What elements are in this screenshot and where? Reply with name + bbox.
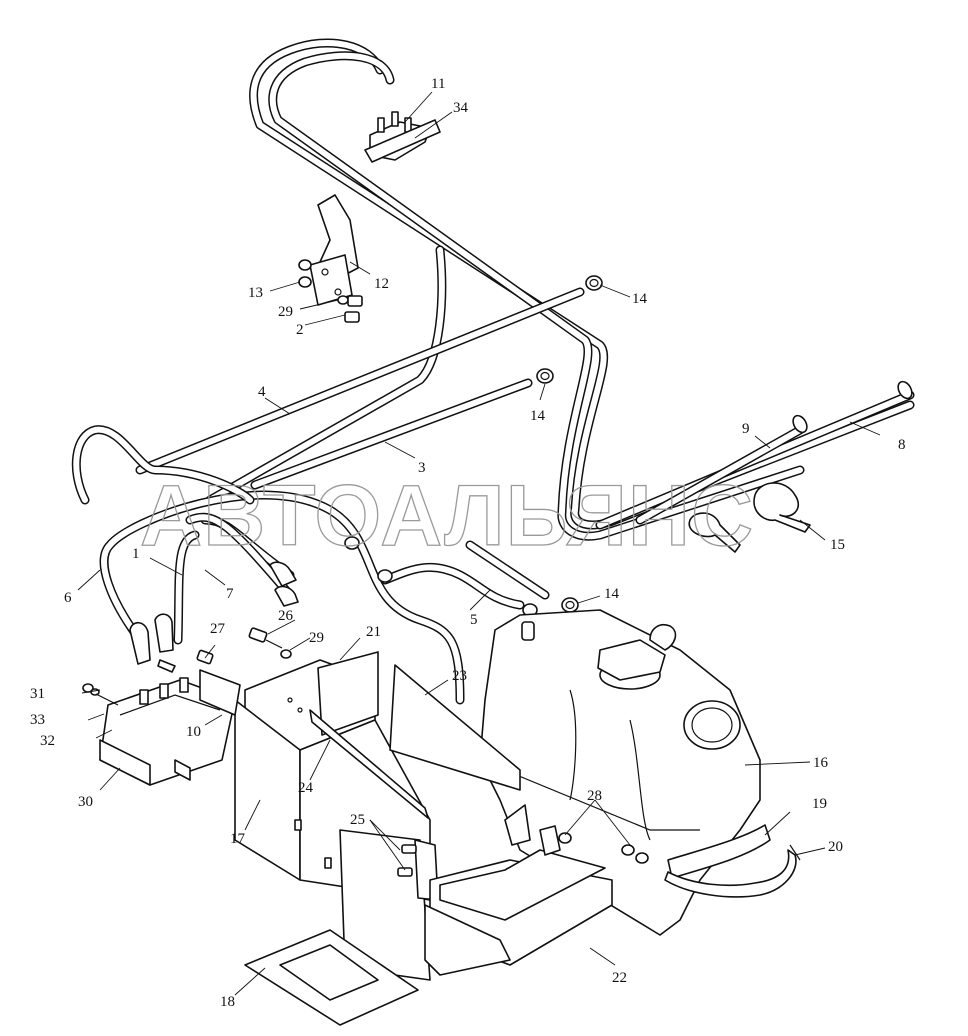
callout-14-lower: 14: [604, 586, 620, 602]
bracket-34: [364, 119, 441, 163]
callout-26: 26: [278, 608, 294, 624]
hose-connectors: [129, 561, 299, 665]
callout-6: 6: [64, 590, 72, 606]
bracket-12: [309, 194, 359, 306]
nut-13: [298, 259, 312, 288]
hose-clamp-14-middle: [536, 368, 554, 384]
callout-14-middle: 14: [530, 408, 546, 424]
callout-23: 23: [452, 668, 467, 684]
pipe-9: [635, 414, 808, 525]
strip-24: [309, 709, 429, 819]
callout-34: 34: [453, 100, 469, 116]
nut-28: [558, 832, 649, 864]
callout-16: 16: [813, 755, 829, 771]
fasteners-31-32-33: [82, 659, 176, 706]
callout-29-lower: 29: [309, 630, 324, 646]
hose-clamp-14-upper: [585, 275, 603, 291]
callout-12: 12: [374, 276, 389, 292]
callout-20: 20: [828, 839, 843, 855]
callout-17: 17: [230, 831, 246, 847]
callout-24: 24: [298, 780, 314, 796]
callout-21: 21: [366, 624, 381, 640]
plate-21: [317, 651, 379, 736]
plate-23: [389, 664, 521, 791]
hose-clamp-14-lower: [344, 536, 579, 617]
callout-9: 9: [742, 421, 750, 437]
washer-29-upper: [337, 295, 349, 305]
pipe-5: [380, 540, 550, 610]
callout-4: 4: [258, 384, 266, 400]
callout-15: 15: [830, 537, 845, 553]
callout-27: 27: [210, 621, 226, 637]
callout-14-upper: 14: [632, 291, 648, 307]
callout-30: 30: [78, 794, 93, 810]
washer-29-lower: [280, 649, 292, 659]
pipe-4: [135, 287, 585, 475]
callout-31: 31: [30, 686, 45, 702]
tank-strap-19: [664, 824, 797, 898]
callout-18: 18: [220, 994, 235, 1010]
upper-pipe-loop: [205, 38, 915, 541]
watermark-text: АВТОАЛЬЯНС: [140, 468, 754, 564]
pipe-6: [71, 425, 465, 705]
callout-5: 5: [470, 612, 478, 628]
callout-33: 33: [30, 712, 45, 728]
bracket-30: [199, 669, 241, 716]
callout-25: 25: [350, 812, 365, 828]
bolt-26: [248, 627, 283, 649]
callout-13: 13: [248, 285, 263, 301]
pipe-7: [185, 512, 295, 600]
pipe-3: [250, 378, 533, 490]
mat-18: [244, 929, 419, 1026]
callout-10: 10: [186, 724, 201, 740]
callout-7: 7: [226, 586, 234, 602]
bolt-27: [196, 649, 214, 665]
callout-labels: 11 34 12 13 29 2 14 14 4 3 8 9 15 1 7 6 …: [30, 76, 906, 1010]
box-22: [424, 804, 613, 976]
callout-3: 3: [418, 460, 426, 476]
callout-8: 8: [898, 437, 906, 453]
drain-valve-15: [688, 482, 811, 553]
strap-bolt-20: [789, 844, 801, 861]
callout-1: 1: [132, 546, 140, 562]
leader-lines: [77, 91, 881, 996]
callout-29-upper: 29: [278, 304, 293, 320]
bolt-2: [344, 295, 363, 323]
callout-11: 11: [431, 76, 445, 92]
callout-32: 32: [40, 733, 55, 749]
callout-2: 2: [296, 322, 304, 338]
callout-22: 22: [612, 970, 627, 986]
callout-19: 19: [812, 796, 827, 812]
callout-28: 28: [587, 788, 602, 804]
heater-unit-10: [99, 677, 236, 786]
